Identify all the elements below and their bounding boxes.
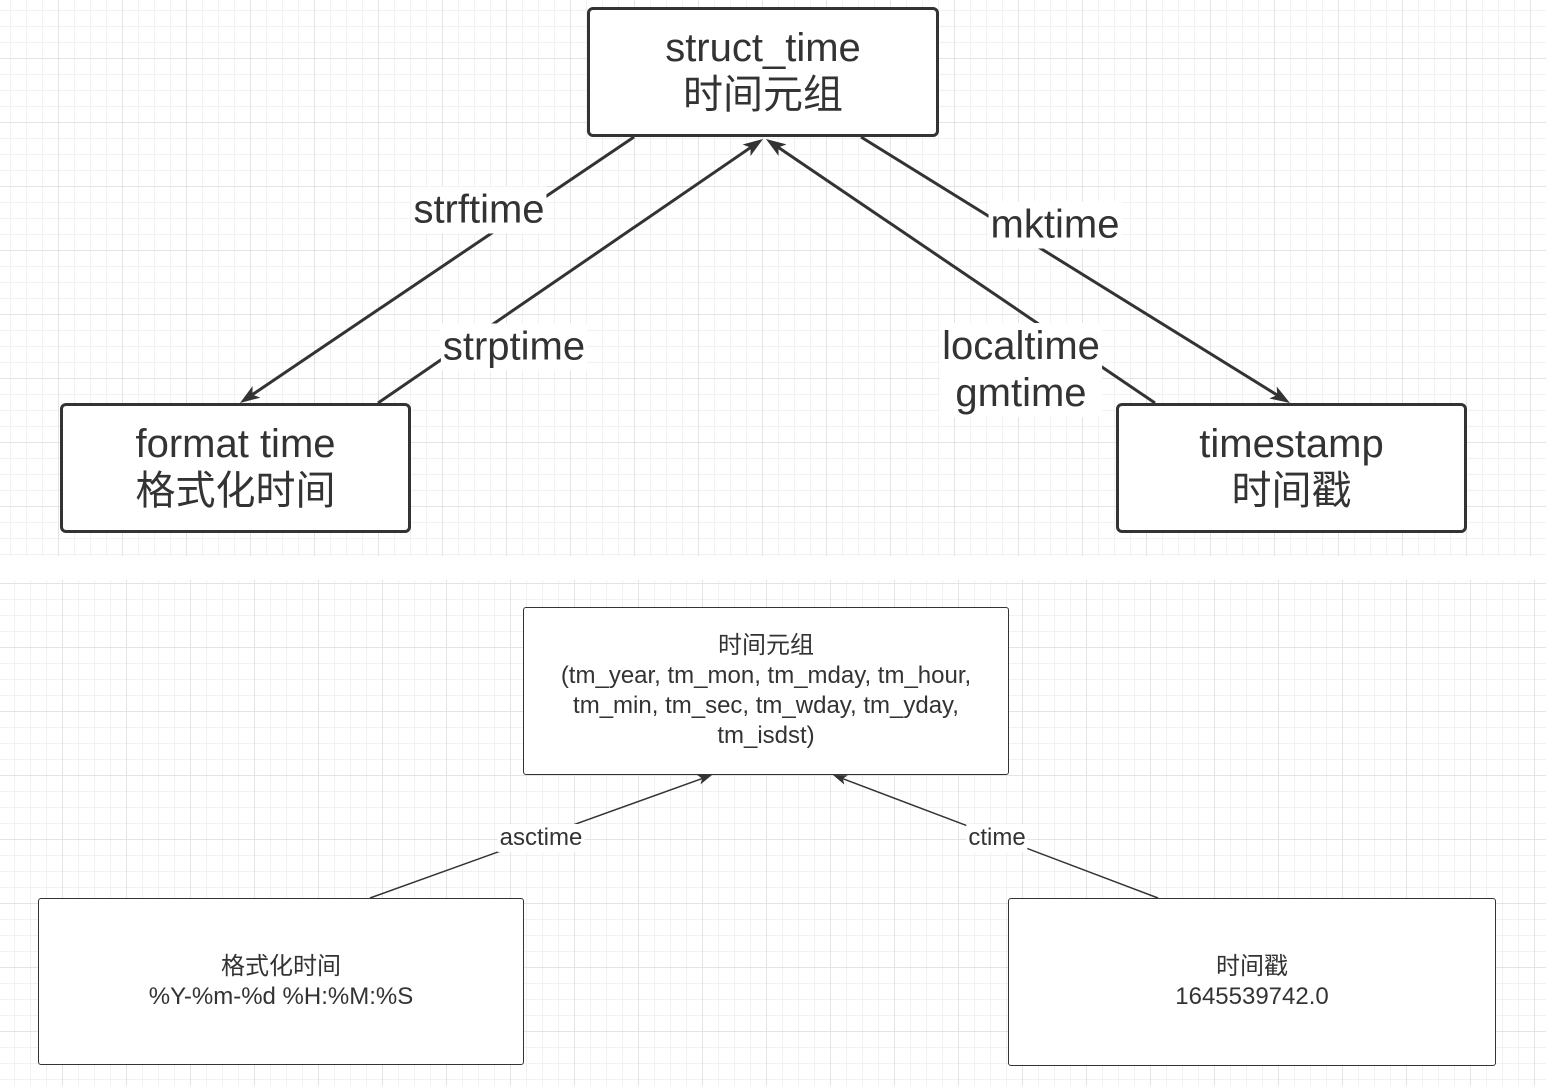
localtime-gmtime-label: localtime gmtime (940, 323, 1102, 417)
format-time-node: format time 格式化时间 (60, 403, 411, 533)
node-title: 时间戳 (1216, 953, 1288, 980)
localtime-label: localtime (942, 324, 1100, 368)
format-time-detail-node: 格式化时间 %Y-%m-%d %H:%M:%S (38, 898, 524, 1065)
mktime-arrow (860, 135, 1290, 404)
timestamp-node: timestamp 时间戳 (1116, 403, 1467, 533)
format-pattern: %Y-%m-%d %H:%M:%S (148, 982, 414, 1010)
node-subtitle: 时间元组 (683, 73, 843, 117)
node-title: 时间元组 (718, 632, 814, 659)
node-title: timestamp (1199, 422, 1384, 466)
node-subtitle: 格式化时间 (135, 469, 336, 513)
struct-time-detail-node: 时间元组 (tm_year, tm_mon, tm_mday, tm_hour,… (523, 607, 1009, 775)
ctime-label: ctime (966, 824, 1028, 852)
timestamp-value: 1645539742.0 (1175, 983, 1329, 1010)
node-title: struct_time (665, 26, 861, 70)
strptime-label: strptime (440, 323, 588, 371)
node-fields-line: tm_min, tm_sec, tm_wday, tm_yday, (573, 692, 959, 719)
struct-time-node: struct_time 时间元组 (587, 7, 939, 137)
node-subtitle: 时间戳 (1231, 469, 1352, 513)
strptime-arrow (377, 139, 763, 405)
node-fields-line: (tm_year, tm_mon, tm_mday, tm_hour, (560, 662, 972, 689)
node-fields-line: tm_isdst) (717, 722, 815, 749)
gmtime-label: gmtime (955, 371, 1087, 415)
node-title: format time (135, 422, 336, 466)
strftime-arrow (239, 135, 635, 404)
timestamp-detail-node: 时间戳 1645539742.0 (1008, 898, 1496, 1066)
mktime-label: mktime (988, 201, 1122, 249)
strftime-label: strftime (411, 186, 547, 234)
node-title: 格式化时间 (221, 952, 341, 980)
asctime-label: asctime (497, 824, 585, 852)
